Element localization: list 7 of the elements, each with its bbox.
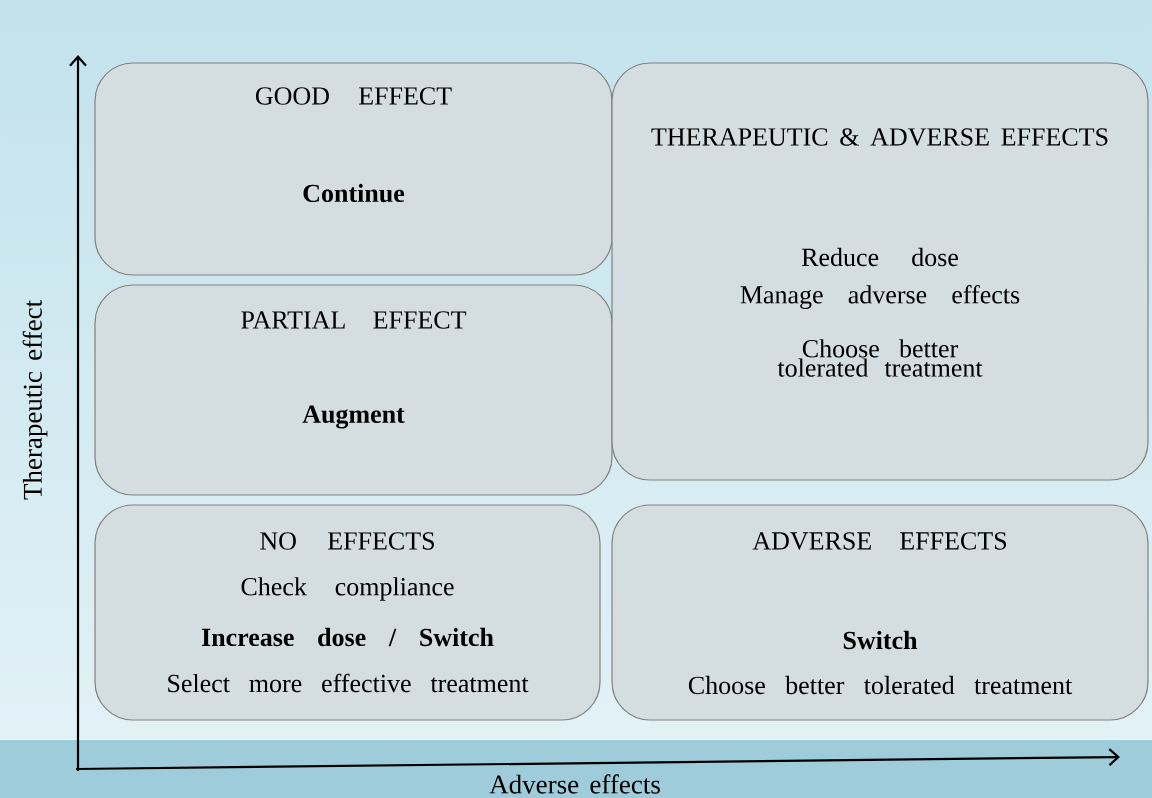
quadrant-box: NO EFFECTS Check compliance Increase dose / Switch Select more effective treatment <box>94 504 601 721</box>
quadrant-box: THERAPEUTIC & ADVERSE EFFECTS Reduce dose Manage adverse effects Choose better tolerated treatment <box>611 62 1149 481</box>
axis-label: Therapeutic effect <box>22 300 48 500</box>
quadrant-box: ADVERSE EFFECTS Switch Choose better tolerated treatment <box>611 504 1149 721</box>
axis-label: Adverse effects <box>489 774 660 794</box>
quadrant-box: PARTIAL EFFECT Augment <box>94 284 613 496</box>
quadrant-box: GOOD EFFECT Continue <box>94 62 613 276</box>
